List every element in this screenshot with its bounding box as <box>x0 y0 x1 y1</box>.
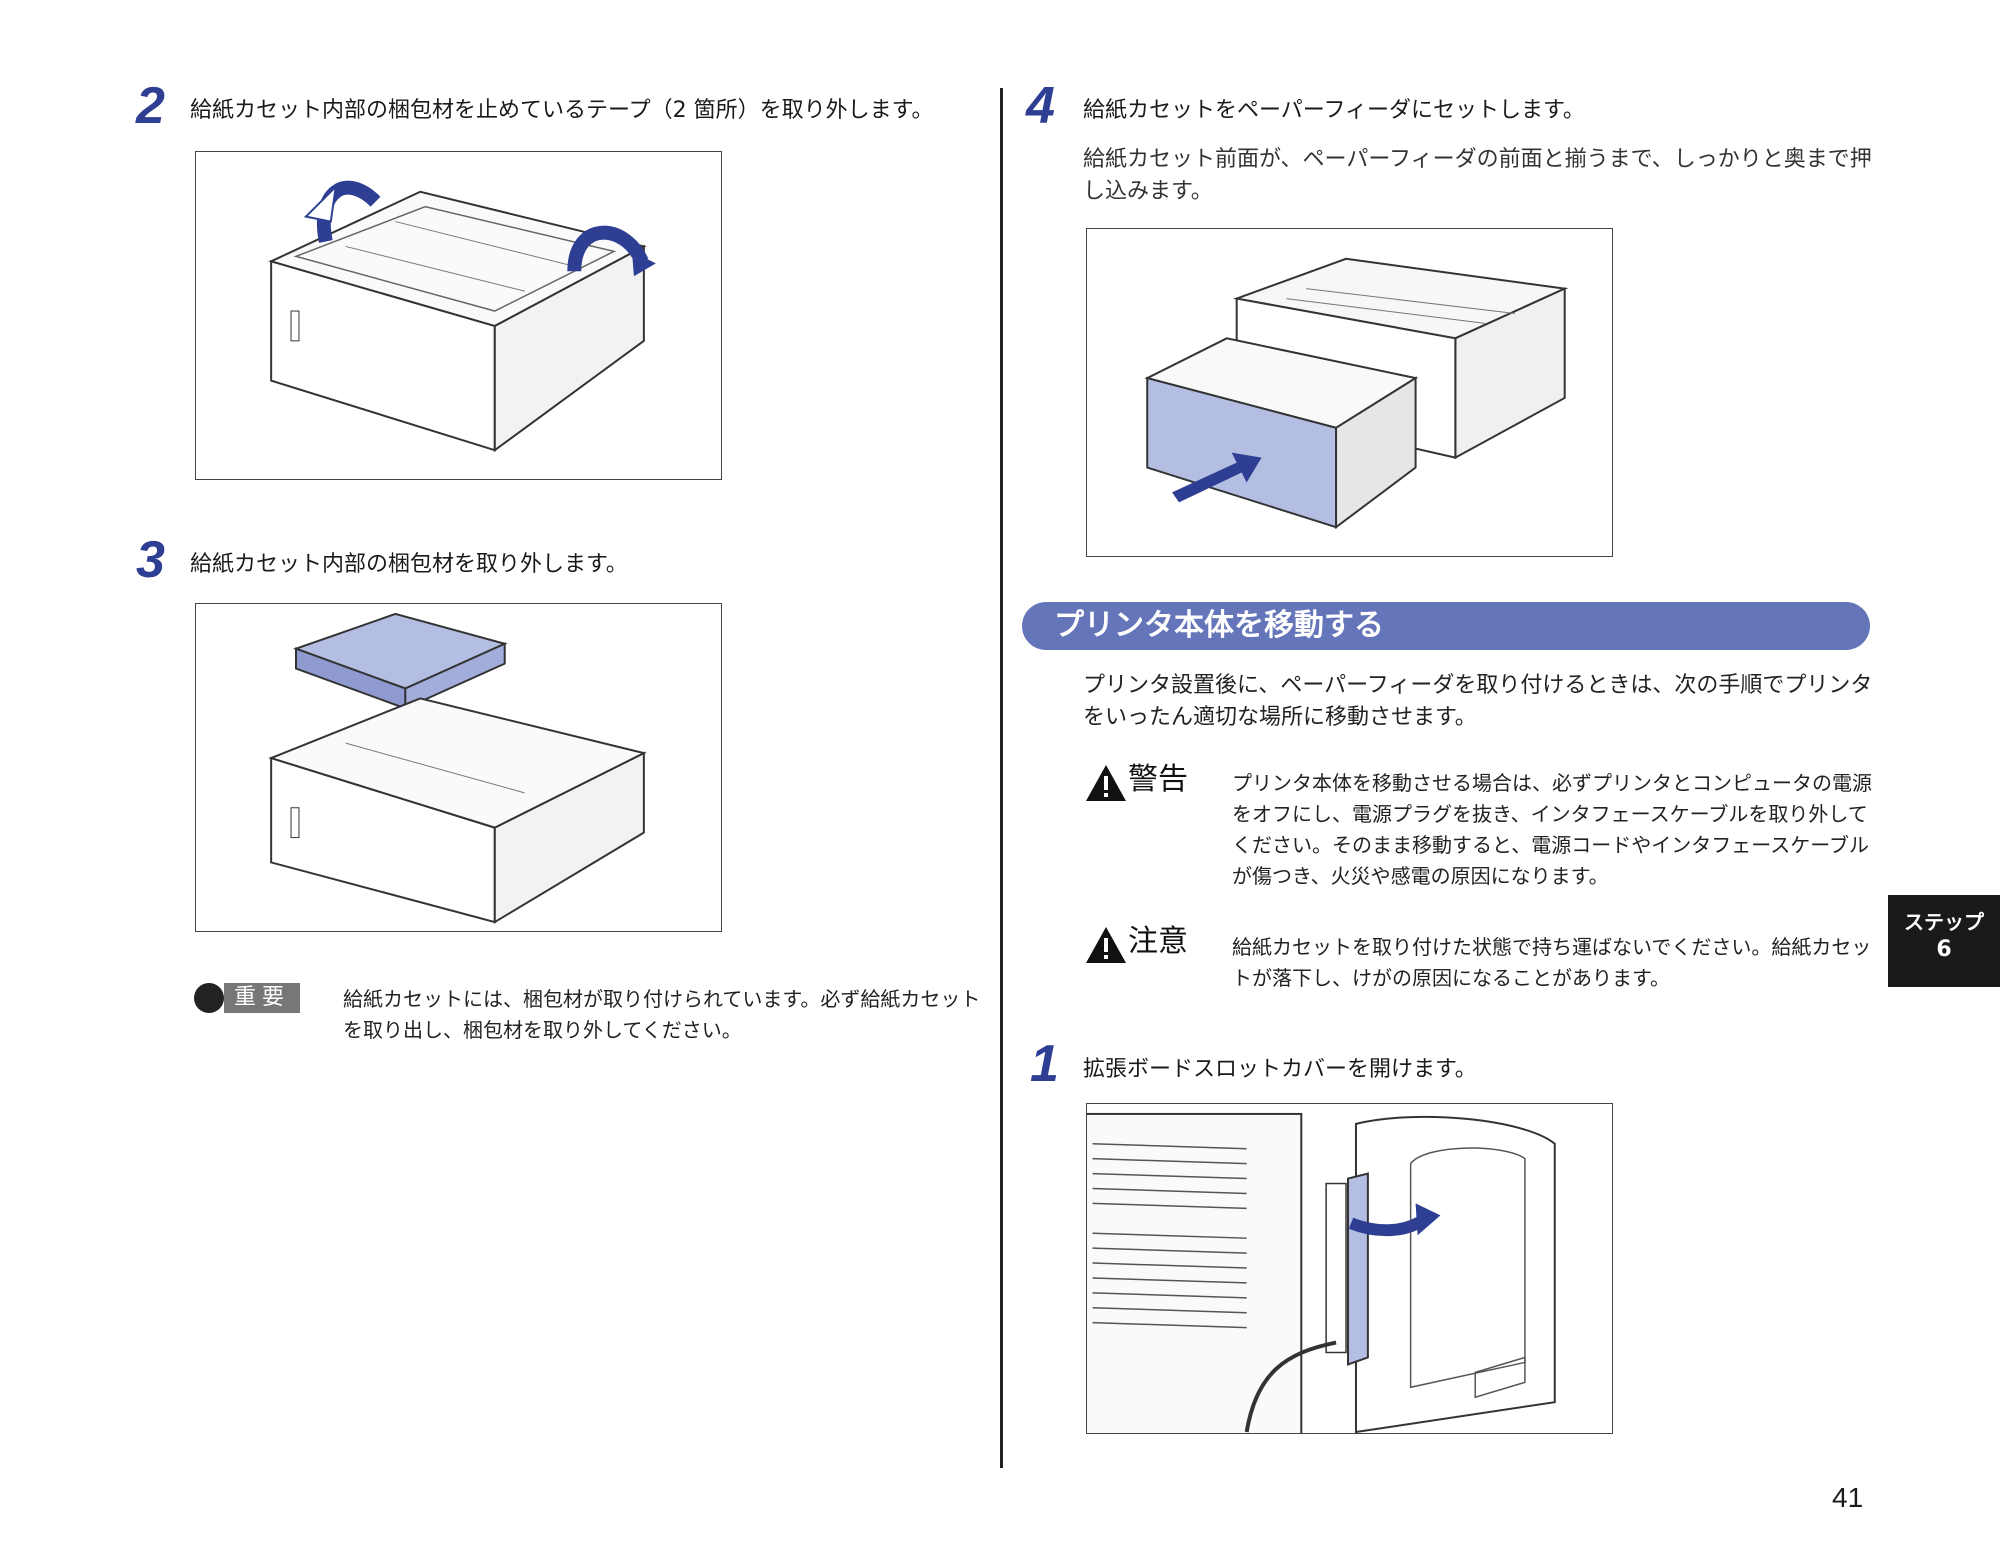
step-4-title: 給紙カセットをペーパーフィーダにセットします。 <box>1083 98 1585 123</box>
chapter-tab-label: ステップ <box>1904 910 1984 934</box>
important-label: 重要 <box>224 983 300 1013</box>
expansion-slot-cover-illustration <box>1086 1103 1613 1434</box>
caution-triangle-icon <box>1086 927 1126 963</box>
expansion-slot-cover-drawing <box>1087 1112 1556 1433</box>
cassette-tape-drawing <box>268 180 656 453</box>
warning-triangle-icon <box>1086 765 1126 801</box>
cassette-tape-removal-illustration <box>195 151 722 480</box>
important-note-text: 給紙カセットには、梱包材が取り付けられています。必ず給紙カセットを取り出し、梱包… <box>343 987 981 1042</box>
packing-material-drawing <box>268 612 647 924</box>
step-1-title: 拡張ボードスロットカバーを開けます。 <box>1083 1057 1477 1082</box>
important-badge: 重要 <box>194 983 300 1013</box>
step-3-title: 給紙カセット内部の梱包材を取り外します。 <box>190 552 628 577</box>
chapter-side-tab: ステップ 6 <box>1888 895 2000 987</box>
page-number: 41 <box>1832 1482 1864 1513</box>
cassette-insertion-illustration <box>1086 228 1613 557</box>
step-4-body: 給紙カセット前面が、ペーパーフィーダの前面と揃うまで、しっかりと奥まで押し込みま… <box>1083 147 1872 204</box>
packing-material-removal-illustration <box>195 603 722 932</box>
column-divider <box>1000 88 1003 1468</box>
warning-label: 警告 <box>1128 762 1188 797</box>
chapter-tab-number: 6 <box>1936 937 1952 962</box>
warning-text: プリンタ本体を移動させる場合は、必ずプリンタとコンピュータの電源をオフにし、電源… <box>1232 771 1872 888</box>
step-2-title: 給紙カセット内部の梱包材を止めているテープ（2 箇所）を取り外します。 <box>190 98 934 123</box>
section-intro: プリンタ設置後に、ペーパーフィーダを取り付けるときは、次の手順でプリンタをいった… <box>1083 673 1873 730</box>
section-title: プリンタ本体を移動する <box>1054 608 1384 643</box>
caution-text: 給紙カセットを取り付けた状態で持ち運ばないでください。給紙カセットが落下し、けが… <box>1232 935 1872 990</box>
hand-stop-icon <box>194 983 224 1013</box>
cassette-insertion-drawing <box>1144 257 1569 530</box>
step-2-number: 2 <box>136 77 165 135</box>
section-header-bar <box>1022 602 1870 650</box>
step-4-number: 4 <box>1026 77 1055 135</box>
step-3-number: 3 <box>136 531 165 589</box>
caution-label: 注意 <box>1128 924 1188 959</box>
step-1-number: 1 <box>1030 1035 1059 1093</box>
